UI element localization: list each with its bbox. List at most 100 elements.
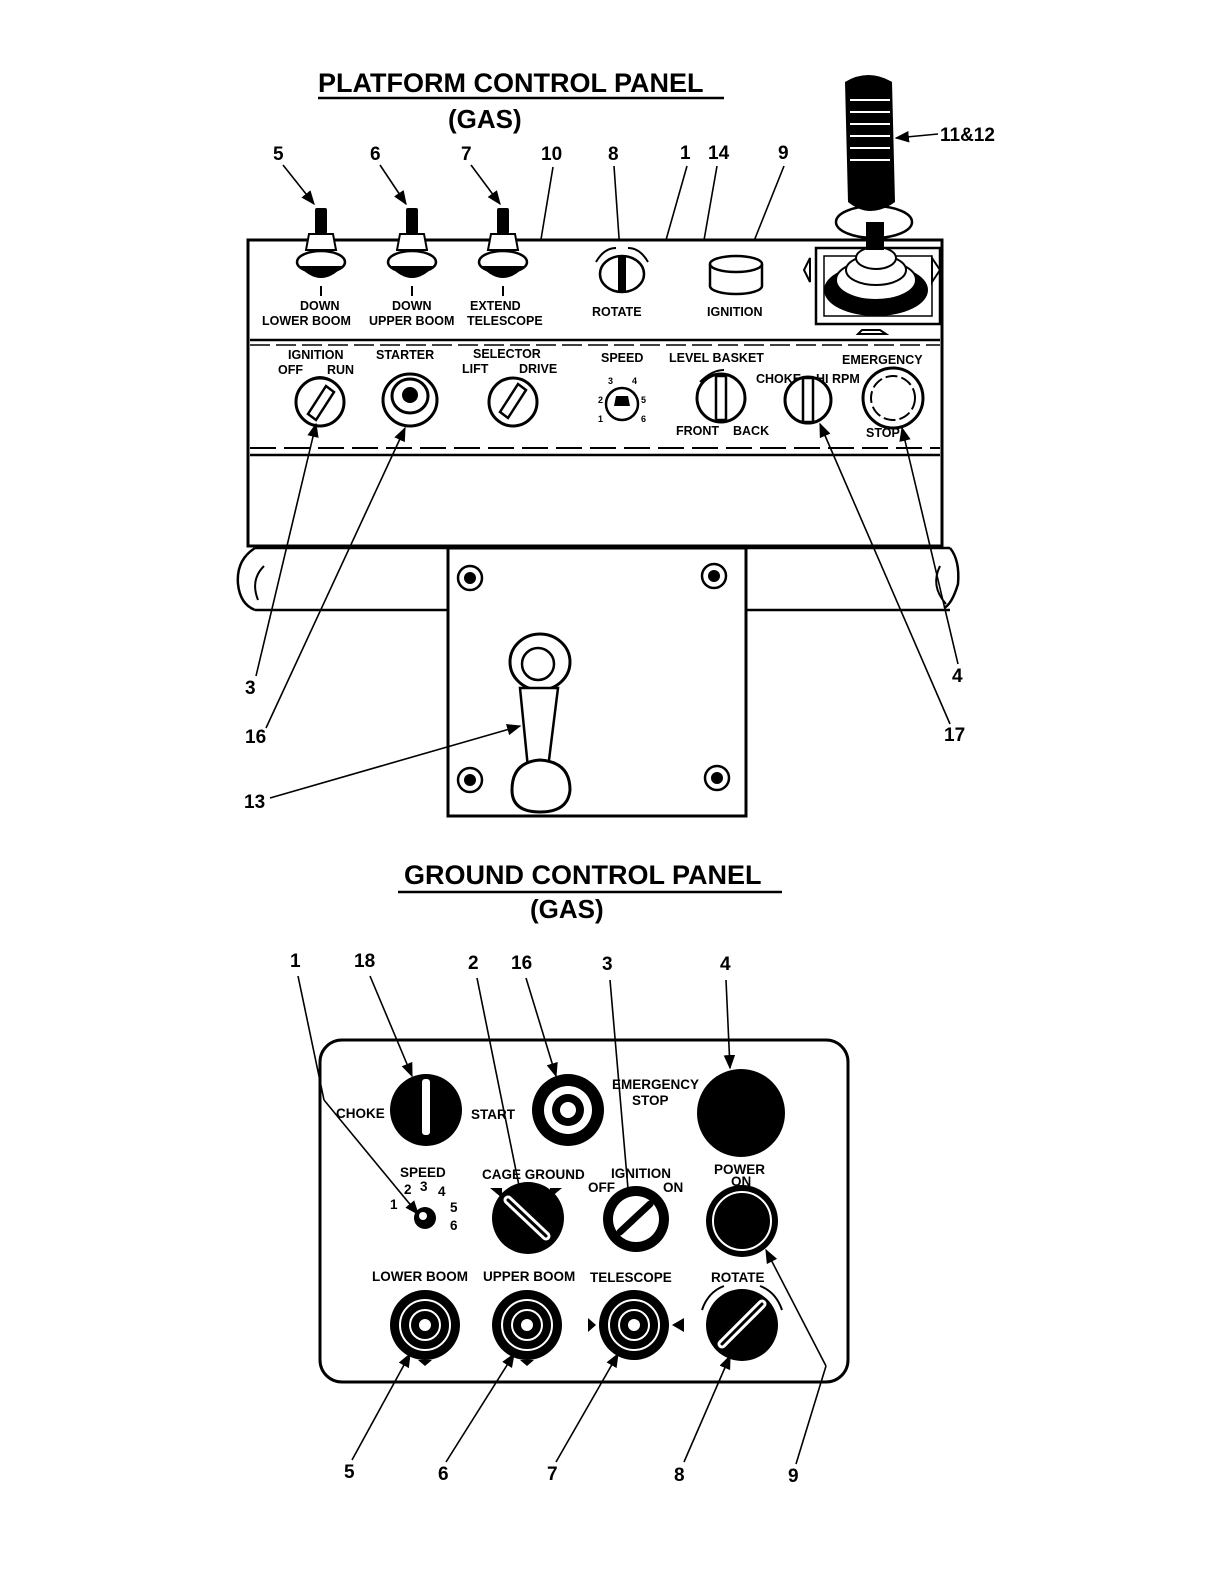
label-front: FRONT (676, 424, 719, 438)
ground-cage-ground-switch[interactable] (492, 1182, 564, 1254)
ground-label-ignition: IGNITION (611, 1166, 671, 1181)
label-lower-boom: LOWER BOOM (262, 314, 351, 328)
ground-callout-5: 5 (344, 1462, 355, 1483)
ground-speed-1: 1 (390, 1197, 398, 1212)
speed-knob[interactable] (604, 386, 640, 422)
ground-callout-1: 1 (290, 951, 301, 972)
callout-3: 3 (245, 678, 256, 699)
ground-callout-7: 7 (547, 1464, 558, 1485)
speed-dial-5: 5 (641, 395, 646, 405)
ground-speed-3: 3 (420, 1179, 428, 1194)
label-choke: CHOKE (756, 372, 801, 386)
ground-label-cage-ground: CAGE GROUND (482, 1167, 585, 1182)
lower-boom-toggle[interactable] (295, 208, 347, 296)
selector-switch[interactable] (487, 376, 539, 428)
callout-9: 9 (778, 143, 789, 164)
callout-7: 7 (461, 144, 472, 165)
choke-switch[interactable] (783, 375, 833, 425)
ground-label-power: POWER (714, 1162, 765, 1177)
callout-5: 5 (273, 144, 284, 165)
label-extend: EXTEND (470, 299, 521, 313)
label-rotate: ROTATE (592, 305, 642, 319)
label-upper-boom: UPPER BOOM (369, 314, 454, 328)
ground-label-lower-boom: LOWER BOOM (372, 1269, 468, 1284)
ground-label-stop: STOP (632, 1093, 669, 1108)
ground-choke-knob[interactable] (390, 1074, 462, 1146)
speed-dial-6: 6 (641, 414, 646, 424)
label-ignition-top: IGNITION (707, 305, 763, 319)
speed-dial-1: 1 (598, 414, 603, 424)
ground-callout-2: 2 (468, 953, 479, 974)
ground-upper-boom-control[interactable] (492, 1290, 562, 1366)
ground-rotate-knob[interactable] (701, 1285, 783, 1361)
label-lift: LIFT (462, 362, 489, 376)
joystick[interactable] (802, 75, 942, 335)
callout-14: 14 (708, 143, 730, 164)
ground-emergency-stop[interactable] (697, 1069, 785, 1157)
ground-label-on: ON (663, 1180, 683, 1195)
label-stop: STOP (866, 426, 900, 440)
telescope-toggle[interactable] (477, 208, 529, 296)
ground-label-emergency: EMERGENCY (612, 1077, 699, 1092)
label-telescope: TELESCOPE (467, 314, 543, 328)
ground-label-speed: SPEED (400, 1165, 446, 1180)
platform-subtitle: (GAS) (448, 104, 522, 134)
label-off: OFF (278, 363, 303, 377)
rotate-knob[interactable] (595, 247, 649, 294)
manual-lever[interactable] (508, 632, 572, 814)
ground-callout-3: 3 (602, 954, 613, 975)
ground-label-upper-boom: UPPER BOOM (483, 1269, 575, 1284)
mounting-plate (446, 546, 748, 818)
ground-telescope-control[interactable] (588, 1290, 684, 1360)
label-selector: SELECTOR (473, 347, 541, 361)
ground-callout-8: 8 (674, 1465, 685, 1486)
speed-dial-4: 4 (632, 376, 637, 386)
ground-start-button[interactable] (532, 1074, 604, 1146)
callout-17: 17 (944, 725, 965, 746)
ground-callout-9: 9 (788, 1466, 799, 1487)
ground-callout-18: 18 (354, 951, 375, 972)
callout-10: 10 (541, 144, 562, 165)
label-back: BACK (733, 424, 769, 438)
label-down-upper: DOWN (392, 299, 432, 313)
callout-11-12: 11&12 (940, 125, 995, 146)
level-basket-switch[interactable] (695, 369, 747, 424)
callout-1: 1 (680, 143, 691, 164)
ground-speed-knob[interactable] (414, 1207, 436, 1229)
ignition-push-button[interactable] (708, 254, 764, 296)
starter-button[interactable] (381, 372, 439, 428)
ground-ignition-switch[interactable] (603, 1186, 669, 1252)
ground-label-start: START (471, 1107, 516, 1122)
ground-speed-6: 6 (450, 1218, 458, 1233)
label-level-basket: LEVEL BASKET (669, 351, 764, 365)
upper-boom-toggle[interactable] (386, 208, 438, 296)
label-starter: STARTER (376, 348, 434, 362)
label-emergency: EMERGENCY (842, 353, 923, 367)
ignition-switch[interactable] (294, 376, 346, 428)
ground-label-choke: CHOKE (336, 1106, 385, 1121)
ground-subtitle: (GAS) (530, 894, 604, 924)
callout-8: 8 (608, 144, 619, 165)
ground-label-rotate: ROTATE (711, 1270, 765, 1285)
ground-lower-boom-control[interactable] (390, 1290, 460, 1366)
callout-13: 13 (244, 792, 265, 813)
ground-callout-16: 16 (511, 953, 532, 974)
label-drive: DRIVE (519, 362, 557, 376)
callout-6: 6 (370, 144, 381, 165)
emergency-stop-button[interactable] (861, 366, 925, 430)
callout-4: 4 (952, 666, 963, 687)
ground-speed-4: 4 (438, 1184, 446, 1199)
platform-title: PLATFORM CONTROL PANEL (318, 68, 703, 98)
ground-speed-2: 2 (404, 1182, 412, 1197)
speed-dial-3: 3 (608, 376, 613, 386)
label-run: RUN (327, 363, 354, 377)
ground-callout-4: 4 (720, 954, 731, 975)
ground-speed-5: 5 (450, 1200, 458, 1215)
ground-label-off: OFF (588, 1180, 615, 1195)
platform-rail (236, 546, 960, 612)
ground-callout-6: 6 (438, 1464, 449, 1485)
speed-dial-2: 2 (598, 395, 603, 405)
label-ignition: IGNITION (288, 348, 344, 362)
callout-16: 16 (245, 727, 266, 748)
